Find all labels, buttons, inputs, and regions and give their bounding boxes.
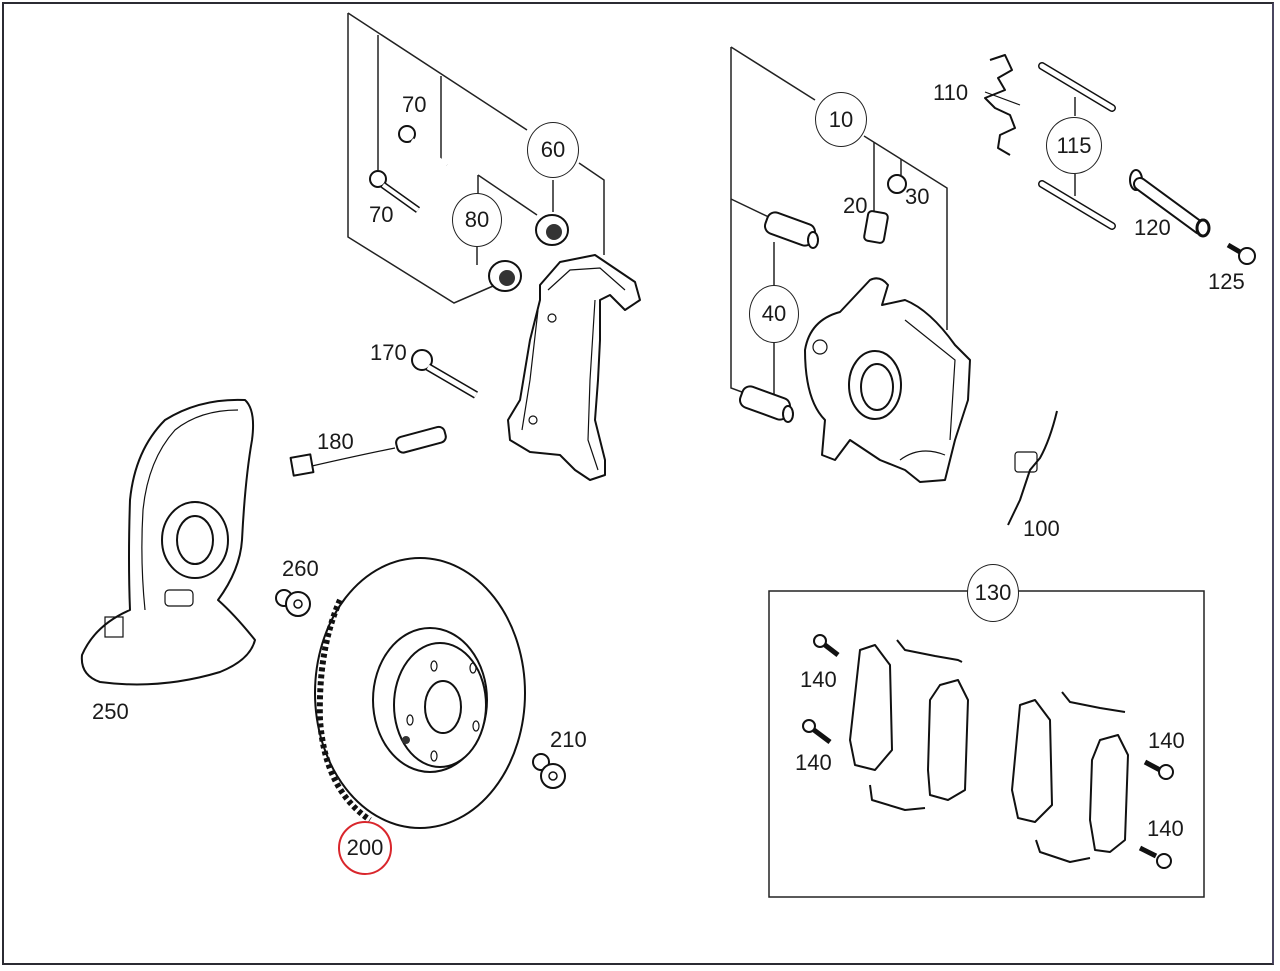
label-70-upper[interactable]: 70 bbox=[402, 92, 427, 117]
screw-210[interactable] bbox=[532, 753, 566, 789]
label-140-3[interactable]: 140 bbox=[1148, 728, 1185, 753]
callout-115[interactable]: 115 bbox=[1046, 117, 1102, 174]
label-30[interactable]: 30 bbox=[905, 184, 930, 209]
label-170[interactable]: 170 bbox=[370, 340, 407, 365]
callout-80[interactable]: 80 bbox=[452, 193, 502, 247]
callout-40[interactable]: 40 bbox=[749, 285, 799, 343]
pad-bolt-140-1[interactable] bbox=[813, 634, 840, 657]
pad-bolt-140-4[interactable] bbox=[1138, 845, 1172, 869]
label-260[interactable]: 260 bbox=[282, 556, 319, 581]
pad-clip-upper-right[interactable] bbox=[1061, 691, 1126, 713]
screw-260[interactable] bbox=[275, 589, 311, 617]
caliper-carrier[interactable] bbox=[507, 254, 641, 481]
anti-rattle-spring-110[interactable] bbox=[984, 54, 1021, 156]
bolt-70-lower[interactable] bbox=[369, 170, 421, 213]
label-125[interactable]: 125 bbox=[1208, 269, 1245, 294]
brake-pad-inner-right[interactable] bbox=[1011, 699, 1053, 823]
pad-bolt-140-3[interactable] bbox=[1143, 759, 1174, 780]
wear-sensor-180[interactable] bbox=[289, 425, 448, 477]
bushing-60[interactable] bbox=[535, 214, 569, 246]
label-20[interactable]: 20 bbox=[843, 193, 868, 218]
pad-clip-lower-right[interactable] bbox=[1035, 839, 1091, 863]
bleeder-valve-20[interactable] bbox=[863, 210, 889, 244]
brake-pad-inner-left[interactable] bbox=[849, 644, 893, 771]
callout-10[interactable]: 10 bbox=[815, 92, 867, 147]
guide-bushing-40-upper[interactable] bbox=[763, 210, 819, 249]
callout-130[interactable]: 130 bbox=[967, 564, 1019, 622]
label-210[interactable]: 210 bbox=[550, 727, 587, 752]
guide-pin-115-upper[interactable] bbox=[1038, 62, 1116, 112]
guide-sleeve-120[interactable] bbox=[1129, 169, 1211, 238]
bolt-70-upper[interactable] bbox=[398, 125, 449, 167]
bolt-170[interactable] bbox=[411, 349, 479, 399]
bushing-80[interactable] bbox=[488, 260, 522, 292]
label-140-2[interactable]: 140 bbox=[795, 750, 832, 775]
brake-pad-outer-right[interactable] bbox=[1089, 734, 1129, 853]
guide-pin-115-lower[interactable] bbox=[1038, 180, 1116, 230]
label-70-lower[interactable]: 70 bbox=[369, 202, 394, 227]
pad-clip-upper-left[interactable] bbox=[896, 639, 963, 663]
label-120[interactable]: 120 bbox=[1134, 215, 1171, 240]
bleeder-cap-30[interactable] bbox=[887, 174, 907, 194]
spring-clip-100[interactable] bbox=[1007, 410, 1058, 526]
brake-disc-200[interactable] bbox=[314, 557, 526, 829]
brake-caliper-10[interactable] bbox=[804, 277, 971, 483]
label-140-1[interactable]: 140 bbox=[800, 667, 837, 692]
screw-125[interactable] bbox=[1226, 242, 1256, 265]
label-250[interactable]: 250 bbox=[92, 699, 129, 724]
callout-200-selected[interactable]: 200 bbox=[338, 821, 392, 875]
label-140-4[interactable]: 140 bbox=[1147, 816, 1184, 841]
pad-clip-lower-left[interactable] bbox=[869, 784, 926, 811]
pad-bolt-140-2[interactable] bbox=[802, 719, 832, 744]
brake-pad-outer-left[interactable] bbox=[927, 679, 969, 801]
callout-60[interactable]: 60 bbox=[527, 122, 579, 178]
splash-shield-250[interactable] bbox=[80, 398, 256, 686]
label-180[interactable]: 180 bbox=[317, 429, 354, 454]
label-110[interactable]: 110 bbox=[933, 80, 969, 105]
label-100[interactable]: 100 bbox=[1023, 516, 1060, 541]
guide-bushing-40-lower[interactable] bbox=[738, 384, 794, 423]
